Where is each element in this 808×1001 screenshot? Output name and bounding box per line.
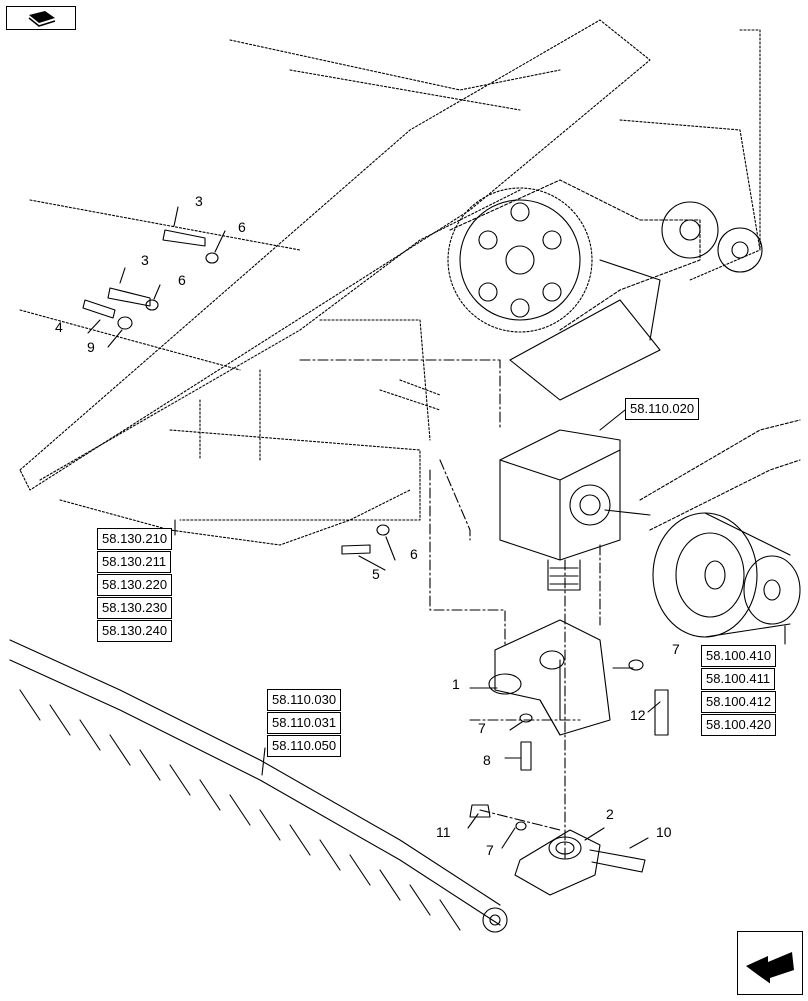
assembly-lines xyxy=(299,359,601,861)
ref-header-frame-5[interactable]: 58.130.240 xyxy=(97,620,173,642)
ref-header-frame-4[interactable]: 58.130.230 xyxy=(97,597,173,619)
gearbox xyxy=(499,429,651,591)
callout-12[interactable]: 12 xyxy=(630,707,646,723)
callout-8[interactable]: 8 xyxy=(483,752,491,768)
arrow-icon xyxy=(746,952,794,985)
ref-cutter-bar-3[interactable]: 58.110.050 xyxy=(267,735,342,757)
ref-gearbox[interactable]: 58.110.020 xyxy=(625,398,700,420)
belt-pulleys xyxy=(639,419,801,638)
callout-1[interactable]: 1 xyxy=(452,676,460,692)
ref-header-frame-3[interactable]: 58.130.220 xyxy=(97,574,173,596)
pivot-block xyxy=(514,829,646,896)
ref-drive-belt-1[interactable]: 58.100.410 xyxy=(701,645,777,667)
callout-7[interactable]: 7 xyxy=(672,641,680,657)
callout-2[interactable]: 2 xyxy=(606,806,614,822)
ref-cutter-bar-1[interactable]: 58.110.030 xyxy=(267,689,342,711)
book-reference-icon[interactable] xyxy=(6,6,76,30)
fasteners xyxy=(82,229,669,831)
callout-10[interactable]: 10 xyxy=(656,824,672,840)
sprocket-drive xyxy=(447,179,763,401)
ref-drive-belt-4[interactable]: 58.100.420 xyxy=(701,714,777,736)
callout-4[interactable]: 4 xyxy=(55,319,63,335)
pivot-bracket xyxy=(488,619,611,736)
callout-6[interactable]: 6 xyxy=(410,546,418,562)
book-icon xyxy=(28,11,56,27)
callout-3[interactable]: 3 xyxy=(195,193,203,209)
ref-header-frame-1[interactable]: 58.130.210 xyxy=(97,528,173,550)
callout-11[interactable]: 11 xyxy=(436,824,451,840)
header-frame xyxy=(19,19,761,546)
callout-6[interactable]: 6 xyxy=(178,272,186,288)
callout-9[interactable]: 9 xyxy=(87,339,95,355)
cutter-bar xyxy=(9,639,508,933)
ref-drive-belt-3[interactable]: 58.100.412 xyxy=(701,691,777,713)
callout-3[interactable]: 3 xyxy=(141,252,149,268)
leader-lines xyxy=(87,206,786,849)
ref-header-frame-2[interactable]: 58.130.211 xyxy=(97,551,172,573)
callout-5[interactable]: 5 xyxy=(372,566,380,582)
callout-7[interactable]: 7 xyxy=(478,720,486,736)
callout-7[interactable]: 7 xyxy=(486,842,494,858)
next-page-arrow-icon[interactable] xyxy=(737,931,803,995)
ref-drive-belt-2[interactable]: 58.100.411 xyxy=(701,668,776,690)
ref-cutter-bar-2[interactable]: 58.110.031 xyxy=(267,712,342,734)
callout-6[interactable]: 6 xyxy=(238,219,246,235)
